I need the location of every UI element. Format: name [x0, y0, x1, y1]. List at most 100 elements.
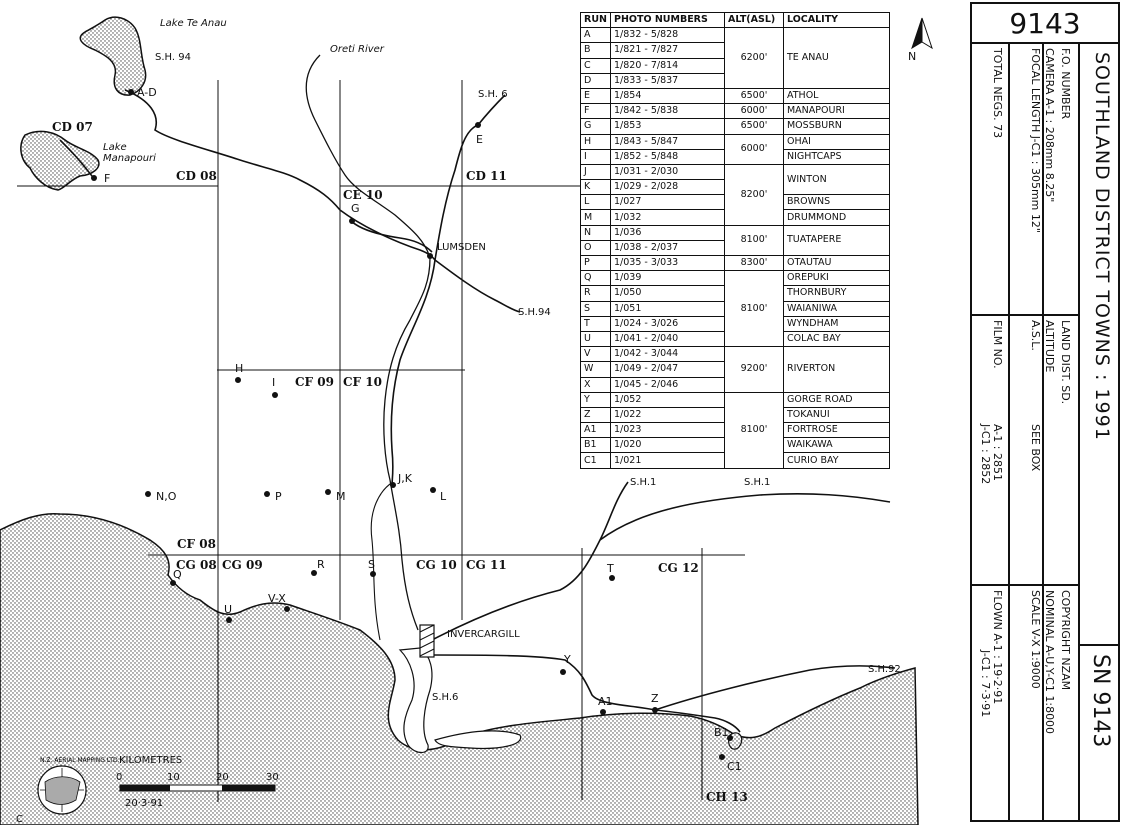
- run-cell: T: [580, 315, 611, 332]
- photo-numbers-cell: 1/024 - 3/026: [609, 315, 725, 332]
- photo-numbers-cell: 1/021: [609, 452, 725, 469]
- locality-cell: WAIKAWA: [782, 437, 891, 454]
- label-lake-2: Manapouri: [103, 153, 156, 164]
- lake-manapouri-shape: [20, 130, 100, 191]
- label-lake-1: Lake: [103, 142, 127, 153]
- run-cell: X: [580, 376, 611, 393]
- label-sh6-south: S.H.6: [432, 692, 458, 703]
- point-f: F: [104, 172, 110, 185]
- run-cell: K: [580, 179, 611, 196]
- lake-te-anau-shape: [79, 16, 147, 96]
- run-cell: L: [580, 194, 611, 211]
- run-cell: U: [580, 330, 611, 348]
- run-cell: B: [580, 42, 611, 59]
- photo-points: [91, 89, 733, 760]
- photo-numbers-cell: 1/052: [609, 391, 725, 408]
- point-jk: J,K: [397, 472, 413, 485]
- map-title: SOUTHLAND DISTRICT TOWNS : 1991: [1091, 52, 1113, 441]
- label-lumsden: LUMSDEN: [437, 242, 486, 253]
- point-vx: V-X: [268, 592, 286, 605]
- altitude-cell: 6500': [723, 87, 784, 105]
- camera-line: CAMERA A-1 : 208mm 8.25": [1043, 48, 1056, 203]
- photo-numbers-cell: 1/029 - 2/028: [609, 179, 725, 196]
- sea-area: [0, 512, 919, 825]
- point-p: P: [275, 490, 282, 503]
- flown-line: FLOWN A-1 : 19·2·91: [991, 590, 1004, 705]
- point-z: Z: [651, 692, 659, 705]
- photo-numbers-cell: 1/041 - 2/040: [609, 330, 725, 348]
- locality-cell: NIGHTCAPS: [782, 148, 891, 165]
- fo-number-label: F.O. NUMBER: [1059, 48, 1072, 120]
- film-no-label: FILM NO.: [991, 320, 1004, 369]
- photo-numbers-cell: 1/032: [609, 209, 725, 226]
- label-lake-te-anau: Lake Te Anau: [160, 18, 227, 29]
- total-negs: TOTAL NEGS. 73: [991, 48, 1004, 139]
- locality-cell: TE ANAU: [782, 27, 891, 89]
- altitude-cell: 9200': [723, 346, 784, 393]
- copyright-line: COPYRIGHT NZAM: [1059, 590, 1072, 691]
- oreti-river: [305, 54, 431, 631]
- scale-t20: 20: [216, 772, 229, 783]
- locality-cell: WINTON: [782, 163, 891, 196]
- number-top: 9143: [972, 4, 1118, 44]
- photo-numbers-cell: 1/023: [609, 422, 725, 439]
- point-m: M: [336, 490, 346, 503]
- run-cell: V: [580, 346, 611, 363]
- photo-numbers-cell: 1/852 - 5/848: [609, 148, 725, 165]
- scale-date: 20·3·91: [125, 798, 163, 809]
- run-cell: E: [580, 87, 611, 105]
- point-b1: B1: [714, 726, 729, 739]
- bluff-peninsula: [434, 730, 522, 750]
- locality-cell: TOKANUI: [782, 406, 891, 424]
- altitude-cell: 8100': [723, 270, 784, 348]
- run-cell: O: [580, 239, 611, 257]
- photo-numbers-cell: 1/050: [609, 285, 725, 302]
- point-i: I: [272, 376, 275, 389]
- table-header-row: RUN PHOTO NUMBERS ALT(ASL) LOCALITY: [580, 11, 891, 29]
- grid-cd07: CD 07: [52, 120, 93, 134]
- locality-cell: WAIANIWA: [782, 300, 891, 317]
- photo-numbers-cell: 1/042 - 3/044: [609, 346, 725, 363]
- point-a1: A1: [598, 695, 613, 708]
- focal-line: FOCAL LENGTH J-C1 : 305mm 12": [1029, 48, 1042, 233]
- photo-numbers-cell: 1/039: [609, 270, 725, 287]
- film-a: A-1 : 2851: [991, 424, 1004, 481]
- locality-cell: COLAC BAY: [782, 330, 891, 348]
- grid-cg12: CG 12: [658, 561, 699, 575]
- photo-numbers-cell: 1/022: [609, 406, 725, 424]
- point-l: L: [440, 490, 447, 503]
- altitude-cell: 8300': [723, 254, 784, 272]
- label-sh1-a: S.H.1: [630, 477, 656, 488]
- west-river: [370, 481, 394, 641]
- scale-t30: 30: [266, 772, 279, 783]
- photo-numbers-cell: 1/832 - 5/828: [609, 27, 725, 44]
- locality-cell: WYNDHAM: [782, 315, 891, 332]
- label-invercargill: INVERCARGILL: [447, 629, 520, 640]
- run-cell: N: [580, 224, 611, 241]
- point-e: E: [476, 133, 483, 146]
- altitude-cell: 8100': [723, 391, 784, 469]
- altitude-cell: 6000': [723, 133, 784, 165]
- locality-cell: RIVERTON: [782, 346, 891, 393]
- locality-cell: THORNBURY: [782, 285, 891, 302]
- photo-numbers-cell: 1/843 - 5/847: [609, 133, 725, 150]
- point-no: N,O: [156, 490, 177, 503]
- run-cell: J: [580, 163, 611, 181]
- run-cell: M: [580, 209, 611, 226]
- run-cell: D: [580, 72, 611, 89]
- altitude-cell: 8200': [723, 163, 784, 226]
- scale-t10: 10: [167, 772, 180, 783]
- header-alt: ALT(ASL): [723, 11, 784, 29]
- map-grid: [17, 80, 745, 802]
